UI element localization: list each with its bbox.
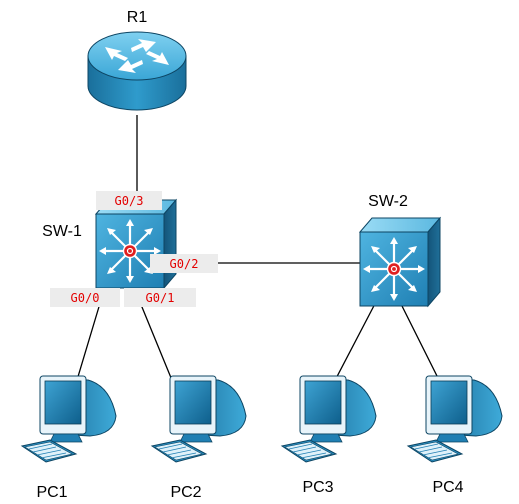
pc-label-pc4: PC4 [432, 479, 463, 496]
pc-icon [21, 375, 117, 463]
port-label-g03: G0/3 [96, 191, 162, 210]
switch-icon [94, 198, 178, 290]
svg-text:G0/2: G0/2 [170, 257, 199, 271]
pc-pc3[interactable]: PC3 [281, 375, 377, 496]
pc-icon [281, 375, 377, 463]
pc-pc1[interactable]: PC1 [21, 375, 117, 501]
link-sw2-pc4 [397, 297, 445, 391]
link-sw2-pc3 [329, 297, 379, 391]
pc-label-pc1: PC1 [36, 484, 67, 501]
switch-sw2[interactable]: SW-2 [358, 193, 442, 308]
port-label-g01: G0/1 [124, 288, 196, 307]
pc-icon [151, 375, 247, 463]
switch-icon [358, 216, 442, 308]
port-label-g00: G0/0 [50, 288, 120, 307]
pc-pc2[interactable]: PC2 [151, 375, 247, 501]
router-label-r1: R1 [127, 9, 148, 26]
svg-text:G0/3: G0/3 [115, 194, 144, 208]
switch-label-sw2: SW-2 [368, 193, 408, 210]
svg-text:G0/0: G0/0 [71, 291, 100, 305]
switch-label-sw1: SW-1 [42, 223, 82, 240]
router-icon [87, 31, 187, 111]
port-label-g02: G0/2 [150, 254, 218, 273]
pc-icon [407, 375, 503, 463]
svg-text:G0/1: G0/1 [146, 291, 175, 305]
pc-label-pc2: PC2 [170, 484, 201, 501]
switch-sw1[interactable]: SW-1 [42, 198, 178, 290]
router-r1[interactable]: R1 [87, 9, 187, 111]
pc-pc4[interactable]: PC4 [407, 375, 503, 496]
pc-label-pc3: PC3 [302, 479, 333, 496]
